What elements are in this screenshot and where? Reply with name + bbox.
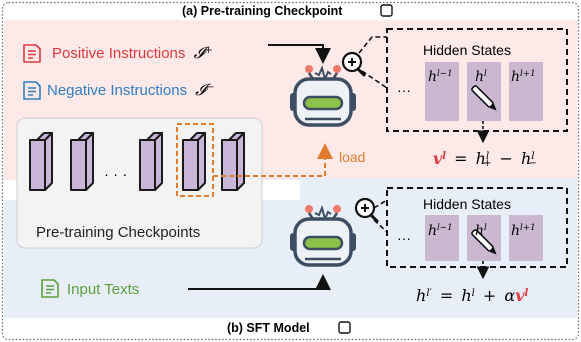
document-icon-input (41, 279, 59, 298)
hidden-label-cur-top: hl (475, 69, 487, 85)
input-arrow (188, 274, 331, 290)
hidden-states-title-top: Hidden States (423, 42, 511, 58)
zoom-connector-top (358, 36, 388, 89)
section-b-title: (b) SFT Model (227, 321, 310, 335)
checkpoint-slab-3 (139, 132, 163, 191)
selected-checkpoint-box (176, 123, 214, 197)
hidden-dots-top: ··· (397, 82, 411, 98)
zoom-connector-bottom (373, 199, 388, 233)
robot-icon (290, 204, 356, 267)
checkpoint-slab-1 (29, 132, 53, 191)
checkpoints-ellipsis: · · · (104, 166, 128, 183)
checkpoint-slab-4 (182, 132, 206, 191)
checkpoint-slab-2 (70, 132, 94, 191)
hidden-bar-next-top (509, 62, 543, 121)
hidden-bar-prev-bottom (425, 215, 459, 261)
checkpoints-label: Pre-training Checkpoints (36, 224, 201, 241)
hidden-bar-prev-top (425, 62, 459, 121)
hidden-states-title-bottom: Hidden States (423, 196, 511, 212)
steering-update-equation: hl′ = hl + αvl (416, 286, 529, 305)
load-label: load (339, 149, 366, 165)
hidden-states-box-bottom (386, 187, 568, 268)
checkpoint-slab-5 (221, 132, 245, 191)
document-icon-negative (23, 81, 41, 100)
positive-instructions-label: Positive Instructions 𝓘+ (52, 43, 213, 62)
hidden-label-next-bottom: hl+1 (511, 223, 536, 239)
input-texts-label: Input Texts (67, 281, 140, 298)
robot-icon (290, 64, 356, 127)
positive-arrow (268, 44, 331, 64)
pen-icon (471, 229, 497, 255)
hidden-label-prev-bottom: hl−1 (428, 223, 453, 239)
pen-icon (471, 85, 497, 111)
title-square-icon (380, 4, 393, 17)
hidden-bar-next-bottom (509, 215, 543, 261)
magnifier-icon (341, 51, 366, 77)
document-icon-positive (23, 44, 41, 63)
negative-instructions-label: Negative Instructions 𝓘− (47, 80, 215, 99)
hidden-label-cur-bottom: hl (475, 223, 487, 239)
title-square-icon (338, 321, 351, 334)
hidden-dots-bottom: ··· (397, 230, 411, 246)
steering-vector-equation: vl = hl+ − hl− (433, 149, 537, 169)
hidden-label-prev-top: hl−1 (428, 69, 453, 85)
load-arrow (213, 143, 333, 177)
hidden-label-next-top: hl+1 (511, 69, 536, 85)
checkpoint-slabs (29, 132, 245, 191)
section-a-title: (a) Pre-training Checkpoint (182, 4, 343, 18)
